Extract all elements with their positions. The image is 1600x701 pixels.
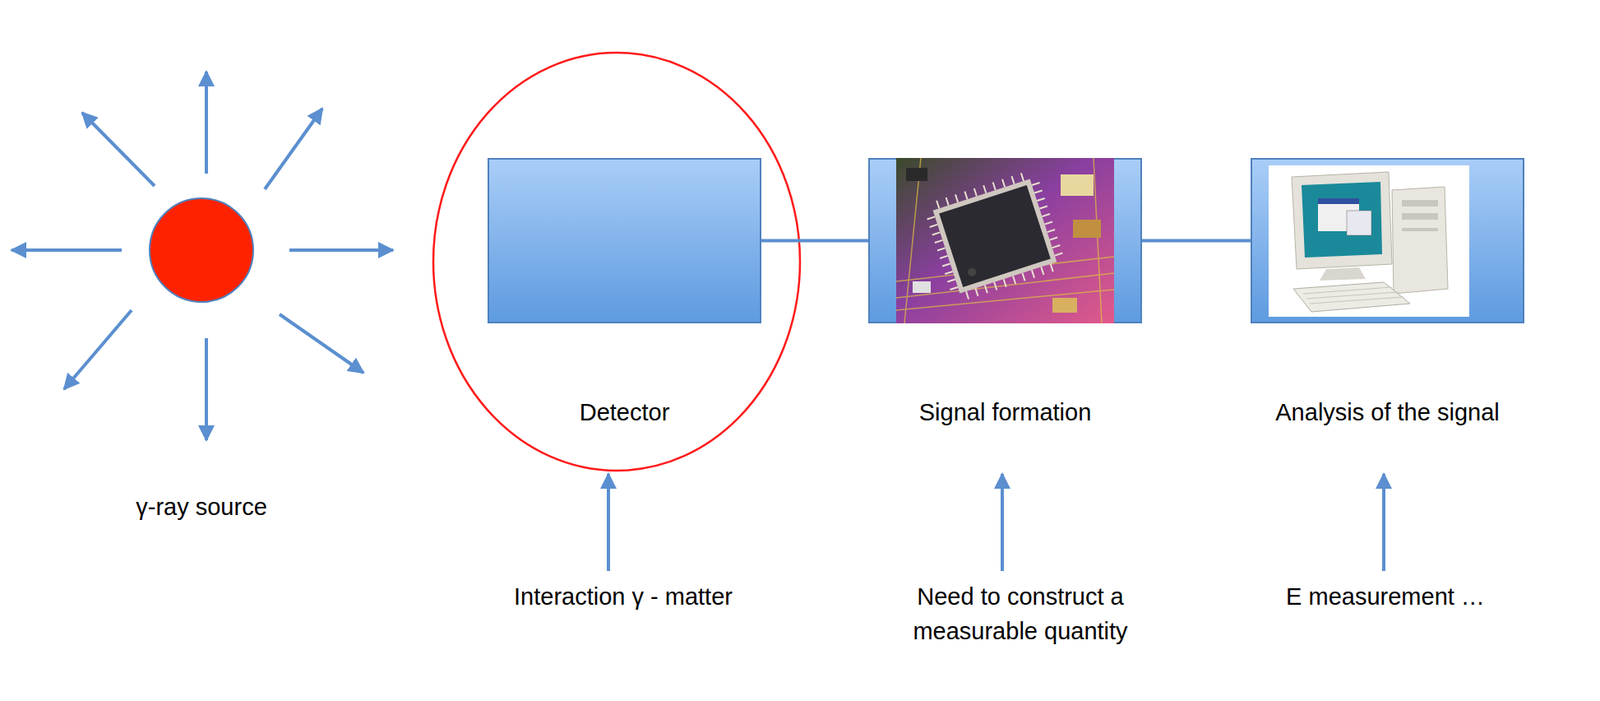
circuit-board-photo <box>896 157 1115 327</box>
computer-box: Analysis of the signal <box>1250 157 1525 324</box>
electronics-box: Signal formation <box>868 157 1143 324</box>
annotation-text: E measurement … <box>1285 578 1485 614</box>
highlight-ellipse <box>433 52 800 471</box>
emission-rays <box>11 71 394 440</box>
node-label: Signal formation <box>919 397 1092 427</box>
circle-shape <box>147 196 255 304</box>
annotation-text: Interaction γ - matter <box>513 578 733 614</box>
pointer-arrows <box>608 473 1384 571</box>
node-label: Detector <box>579 397 671 427</box>
annotation-text: Need to construct a measurable quantity <box>884 578 1157 648</box>
node-label: γ-ray source <box>135 492 268 522</box>
connector-line <box>761 239 869 243</box>
computer-picture <box>1268 165 1470 320</box>
connector-line <box>1142 239 1251 243</box>
source-circle: γ-ray source <box>147 196 255 304</box>
detector-box: Detector <box>487 157 762 324</box>
node-label: Analysis of the signal <box>1275 397 1499 427</box>
